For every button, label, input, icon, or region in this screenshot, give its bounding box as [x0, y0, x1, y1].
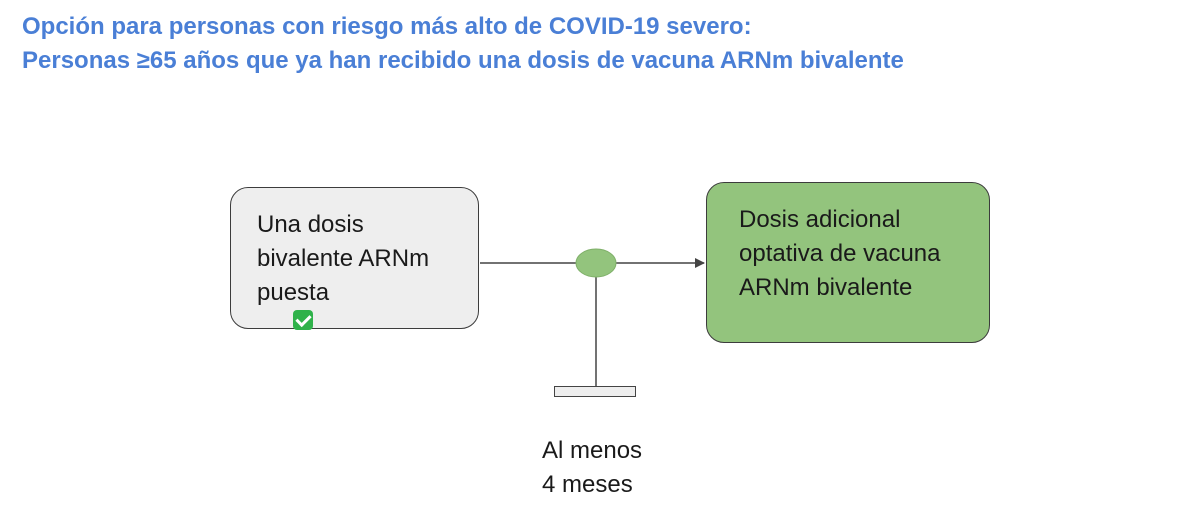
interval-bar: [554, 386, 636, 397]
current-dose-box: Una dosis bivalente ARNm puesta: [230, 187, 479, 330]
additional-dose-line-2: optativa de vacuna: [739, 240, 941, 267]
current-dose-line-3-text: puesta: [257, 279, 330, 306]
timeline-node: [575, 248, 617, 278]
additional-dose-line-3: ARNm bivalente: [739, 274, 913, 301]
diagram-title: Opción para personas con riesgo más alto…: [22, 10, 904, 78]
check-mark-button-icon: [293, 310, 313, 330]
title-line-1: Opción para personas con riesgo más alto…: [22, 13, 752, 40]
current-dose-line-3: puesta: [257, 276, 478, 330]
current-dose-line-2: bivalente ARNm: [257, 245, 430, 272]
current-dose-line-1: Una dosis: [257, 211, 364, 238]
interval-label-line-2: 4 meses: [542, 471, 633, 498]
title-line-2: Personas ≥65 años que ya han recibido un…: [22, 47, 904, 74]
interval-label-line-1: Al menos: [542, 437, 643, 464]
additional-dose-line-1: Dosis adicional: [739, 206, 901, 233]
additional-dose-box: Dosis adicional optativa de vacuna ARNm …: [706, 182, 990, 343]
interval-label: Al menos 4 meses: [542, 434, 642, 502]
